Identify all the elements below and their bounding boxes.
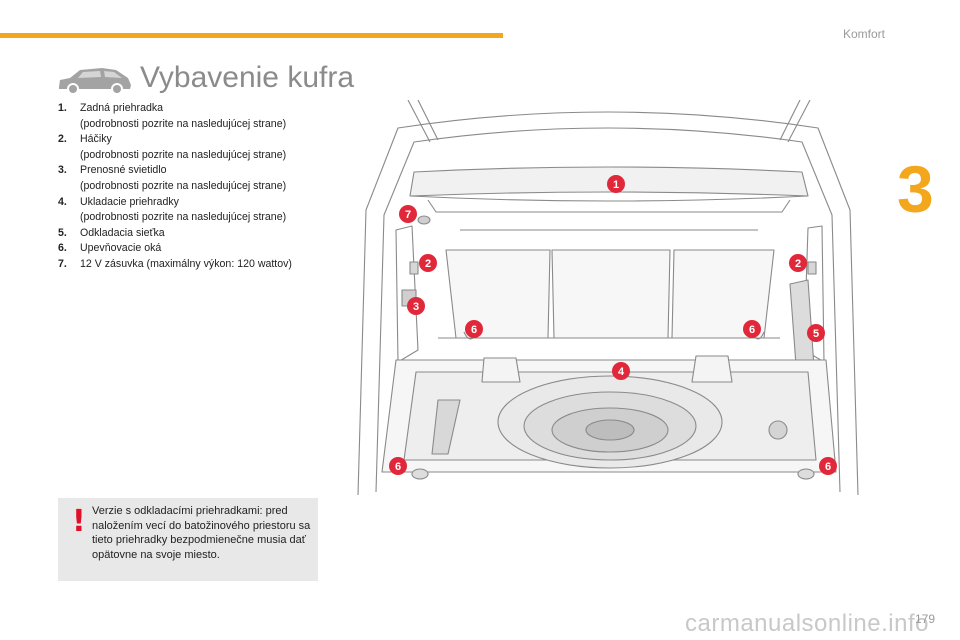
- callout-badge-1: 1: [607, 175, 625, 193]
- callout-badge-3: 3: [407, 297, 425, 315]
- svg-text:6: 6: [471, 324, 477, 336]
- exclamation-icon: !: [72, 504, 86, 539]
- svg-text:4: 4: [618, 366, 625, 378]
- legend-label: Prenosné svietidlo: [80, 163, 286, 179]
- legend-item: 1. Zadná priehradka(podrobnosti pozrite …: [58, 101, 333, 132]
- watermark: carmanualsonline.info: [685, 610, 929, 638]
- legend-item: 5. Odkladacia sieťka: [58, 226, 333, 242]
- chapter-number: 3: [897, 156, 934, 222]
- legend-number: 2.: [58, 132, 80, 163]
- warning-box: ! Verzie s odkladacími priehradkami: pre…: [58, 498, 318, 581]
- legend-label: Zadná priehradka: [80, 101, 286, 117]
- legend-number: 5.: [58, 226, 80, 242]
- svg-text:6: 6: [395, 461, 401, 473]
- legend-note: (podrobnosti pozrite na nasledujúcej str…: [80, 210, 286, 226]
- callout-badge-6-right-rear: 6: [743, 320, 761, 338]
- callout-badge-7: 7: [399, 205, 417, 223]
- callout-badge-2-left: 2: [419, 254, 437, 272]
- svg-text:2: 2: [795, 258, 801, 270]
- svg-text:1: 1: [613, 179, 619, 191]
- legend-number: 1.: [58, 101, 80, 132]
- warning-text: Verzie s odkladacími priehradkami: pred …: [92, 504, 312, 562]
- section-accent-bar: [0, 33, 503, 38]
- legend-number: 6.: [58, 241, 80, 257]
- svg-text:7: 7: [405, 209, 411, 221]
- legend-label: 12 V zásuvka (maximálny výkon: 120 watto…: [80, 257, 292, 273]
- callout-badge-6-left-rear: 6: [465, 320, 483, 338]
- legend-label: Upevňovacie oká: [80, 241, 161, 257]
- section-name: Komfort: [843, 27, 885, 41]
- legend-number: 4.: [58, 195, 80, 226]
- legend-item: 2. Háčiky(podrobnosti pozrite na nasledu…: [58, 132, 333, 163]
- trunk-diagram: 1 7 2 2 3 6 6 5 4 6 6: [338, 100, 880, 500]
- callout-badge-5: 5: [807, 324, 825, 342]
- svg-text:2: 2: [425, 258, 431, 270]
- svg-text:6: 6: [749, 324, 755, 336]
- legend-number: 3.: [58, 163, 80, 194]
- page-title: Vybavenie kufra: [140, 61, 354, 95]
- callout-badge-6-left-front: 6: [389, 457, 407, 475]
- page-number: 179: [915, 612, 935, 626]
- legend-list: 1. Zadná priehradka(podrobnosti pozrite …: [58, 101, 333, 273]
- car-icon: [56, 63, 134, 97]
- callout-badge-4: 4: [612, 362, 630, 380]
- callout-badge-6-right-front: 6: [819, 457, 837, 475]
- svg-text:3: 3: [413, 301, 419, 313]
- legend-item: 3. Prenosné svietidlo(podrobnosti pozrit…: [58, 163, 333, 194]
- svg-text:6: 6: [825, 461, 831, 473]
- legend-note: (podrobnosti pozrite na nasledujúcej str…: [80, 148, 286, 164]
- legend-note: (podrobnosti pozrite na nasledujúcej str…: [80, 179, 286, 195]
- svg-text:5: 5: [813, 328, 819, 340]
- legend-label: Odkladacia sieťka: [80, 226, 165, 242]
- legend-item: 4. Ukladacie priehradky(podrobnosti pozr…: [58, 195, 333, 226]
- legend-number: 7.: [58, 257, 80, 273]
- legend-item: 6. Upevňovacie oká: [58, 241, 333, 257]
- legend-item: 7. 12 V zásuvka (maximálny výkon: 120 wa…: [58, 257, 333, 273]
- legend-note: (podrobnosti pozrite na nasledujúcej str…: [80, 117, 286, 133]
- legend-label: Ukladacie priehradky: [80, 195, 286, 211]
- legend-label: Háčiky: [80, 132, 286, 148]
- callout-badge-2-right: 2: [789, 254, 807, 272]
